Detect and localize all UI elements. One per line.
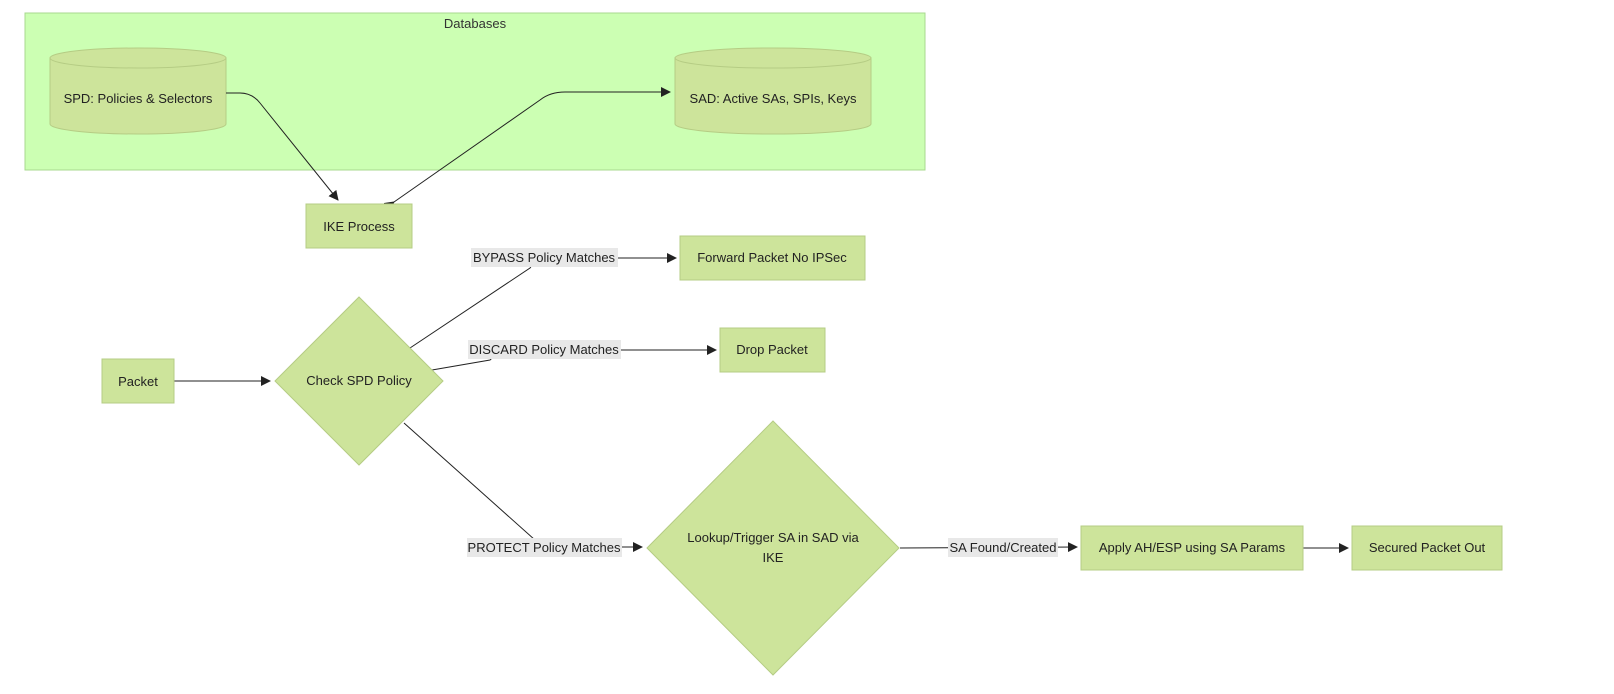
ike-process-node[interactable]: IKE Process [305, 203, 413, 249]
edge-label-protect: PROTECT Policy Matches [467, 538, 622, 557]
lookup-sa-decision-node[interactable]: Lookup/Trigger SA in SAD via IKE [646, 420, 900, 676]
packet-node[interactable]: Packet [101, 358, 175, 404]
lookup-label-line1: Lookup/Trigger SA in SAD via [687, 530, 859, 545]
spd-database-node[interactable]: SPD: Policies & Selectors [49, 47, 227, 135]
secured-packet-node[interactable]: Secured Packet Out [1351, 525, 1503, 571]
edge-label-bypass: BYPASS Policy Matches [471, 248, 618, 267]
spd-label: SPD: Policies & Selectors [64, 91, 213, 106]
forward-packet-node[interactable]: Forward Packet No IPSec [679, 235, 866, 281]
apply-ah-esp-node[interactable]: Apply AH/ESP using SA Params [1080, 525, 1304, 571]
forward-packet-label: Forward Packet No IPSec [697, 250, 847, 265]
ike-label: IKE Process [323, 219, 395, 234]
sa-found-label: SA Found/Created [950, 540, 1057, 555]
edge-spd-to-ike [226, 92, 339, 201]
drop-packet-node[interactable]: Drop Packet [719, 327, 826, 373]
packet-label: Packet [118, 374, 158, 389]
bypass-label: BYPASS Policy Matches [473, 250, 616, 265]
edge-label-discard: DISCARD Policy Matches [468, 340, 621, 359]
lookup-label-line2: IKE [763, 550, 784, 565]
sad-label: SAD: Active SAs, SPIs, Keys [690, 91, 857, 106]
drop-packet-label: Drop Packet [736, 342, 808, 357]
databases-title: Databases [444, 16, 507, 31]
check-spd-label: Check SPD Policy [306, 373, 412, 388]
edge-label-sa-found: SA Found/Created [948, 538, 1058, 557]
secured-label: Secured Packet Out [1369, 540, 1486, 555]
edge-bypass [409, 253, 677, 349]
discard-label: DISCARD Policy Matches [469, 342, 619, 357]
protect-label: PROTECT Policy Matches [468, 540, 621, 555]
sad-database-node[interactable]: SAD: Active SAs, SPIs, Keys [674, 47, 872, 135]
edge-ike-to-sad [383, 87, 671, 212]
check-spd-decision-node[interactable]: Check SPD Policy [274, 296, 444, 466]
edge-protect [403, 422, 643, 552]
apply-label: Apply AH/ESP using SA Params [1099, 540, 1286, 555]
